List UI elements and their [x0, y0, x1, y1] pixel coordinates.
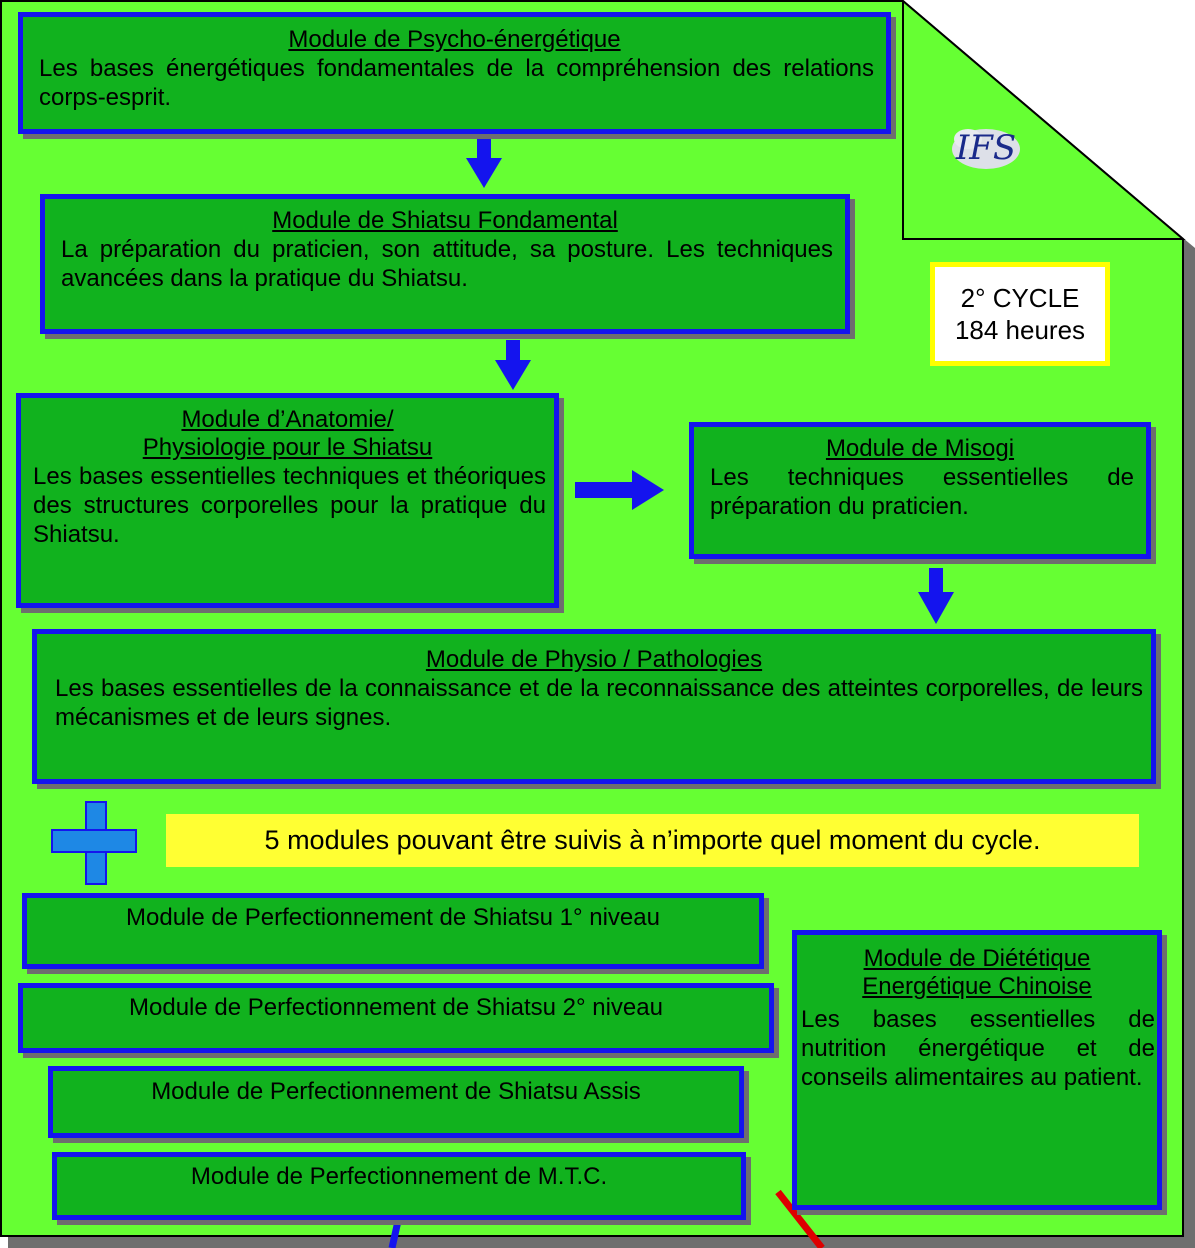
module-shiatsu-fondamental: Module de Shiatsu Fondamental La prépara… — [40, 194, 850, 334]
arrow-down-3 — [918, 568, 954, 624]
module-physio-desc: Les bases essentielles de la connaissanc… — [55, 675, 1143, 731]
module-physio-title: Module de Physio / Pathologies — [425, 646, 763, 673]
module-shiatsu-fondamental-title: Module de Shiatsu Fondamental — [272, 207, 618, 234]
module-psycho: Module de Psycho-énergétique Les bases é… — [18, 12, 891, 134]
arrow-right — [575, 470, 664, 510]
module-anatomie-title-2: Physiologie pour le Shiatsu — [142, 434, 433, 461]
module-perf-1: Module de Perfectionnement de Shiatsu 1°… — [22, 893, 764, 969]
module-anatomie-desc: Les bases essentielles techniques et thé… — [33, 463, 546, 548]
module-perf-1-label: Module de Perfectionnement de Shiatsu 1°… — [126, 904, 660, 931]
cycle-line2: 184 heures — [954, 315, 1086, 345]
module-dietetique-title-1: Module de Diététique — [863, 945, 1091, 972]
bottom-red-line — [775, 1189, 825, 1248]
module-psycho-desc: Les bases énergétiques fondamentales de … — [39, 55, 874, 111]
module-perf-mtc: Module de Perfectionnement de M.T.C. — [52, 1152, 746, 1220]
plus-icon — [51, 801, 137, 885]
module-misogi-title: Module de Misogi — [825, 435, 1015, 462]
module-perf-assis: Module de Perfectionnement de Shiatsu As… — [48, 1066, 744, 1138]
module-perf-2: Module de Perfectionnement de Shiatsu 2°… — [18, 983, 774, 1053]
module-shiatsu-fondamental-desc: La préparation du praticien, son attitud… — [61, 236, 833, 292]
arrow-down-1 — [466, 138, 502, 188]
ifs-logo: IFS — [946, 115, 1026, 177]
logo-text: IFS — [955, 128, 1016, 168]
module-perf-2-label: Module de Perfectionnement de Shiatsu 2°… — [129, 994, 663, 1021]
module-misogi-desc: Les techniques essentielles de préparati… — [710, 464, 1134, 520]
module-dietetique: Module de Diététique Energétique Chinois… — [792, 930, 1162, 1210]
cycle-badge: 2° CYCLE 184 heures — [930, 262, 1110, 366]
modules-note: 5 modules pouvant être suivis à n’import… — [166, 814, 1139, 867]
module-anatomie-title-1: Module d’Anatomie/ — [181, 406, 394, 433]
folded-corner — [902, 0, 1186, 240]
arrow-down-2 — [495, 340, 531, 390]
module-perf-assis-label: Module de Perfectionnement de Shiatsu As… — [151, 1078, 641, 1105]
cycle-line1: 2° CYCLE — [960, 283, 1080, 313]
module-dietetique-title-2: Energétique Chinoise — [862, 973, 1092, 1000]
module-misogi: Module de Misogi Les techniques essentie… — [689, 422, 1151, 559]
module-dietetique-desc: Les bases essentielles de nutrition éner… — [801, 1006, 1155, 1091]
module-physio: Module de Physio / Pathologies Les bases… — [32, 629, 1156, 784]
module-perf-mtc-label: Module de Perfectionnement de M.T.C. — [190, 1163, 608, 1190]
module-psycho-title: Module de Psycho-énergétique — [288, 26, 621, 53]
module-anatomie: Module d’Anatomie/ Physiologie pour le S… — [16, 393, 559, 608]
